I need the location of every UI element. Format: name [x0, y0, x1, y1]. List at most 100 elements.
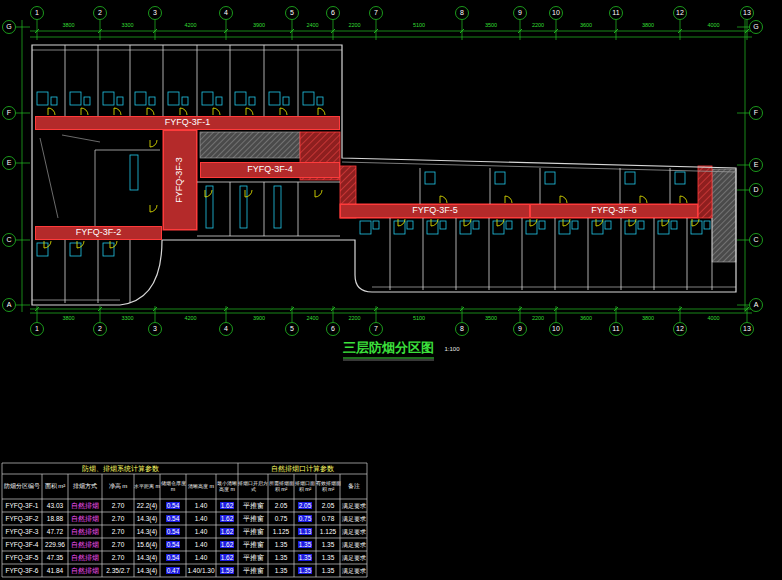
bathroom-fixture: [317, 97, 323, 105]
table-cell: 平推窗: [243, 554, 264, 561]
axis-number-box: 12: [673, 322, 687, 336]
dimension-text-box: 4200: [158, 21, 223, 30]
table-cell-box: 0.54: [160, 512, 186, 525]
dimension-tick: [224, 29, 228, 33]
door-swing: [398, 219, 405, 226]
partition-wall: [95, 150, 160, 151]
axis-bubble: [456, 7, 469, 20]
table-cell: 2.70: [112, 502, 125, 509]
dimension-text-box: 4000: [683, 21, 744, 30]
axis-number: 11: [612, 9, 619, 17]
table-cell: FYFQ-3F-2: [6, 515, 39, 522]
axis-number: 13: [743, 9, 751, 17]
partition-wall: [98, 240, 99, 303]
axis-number: 12: [676, 325, 684, 333]
dimension-text: 4000: [707, 315, 719, 321]
column-header-box: 有效排烟面积 m²: [315, 474, 341, 499]
dimension-text-box: 3300: [103, 21, 152, 30]
stair-hatch: [712, 169, 736, 262]
axis-number-box: 1: [30, 322, 44, 336]
smoke-zone: FYFQ-3F-3: [163, 130, 197, 230]
partition-wall: [298, 182, 299, 236]
table-rule: [2, 525, 367, 526]
window-fixture: [130, 155, 138, 190]
table-cell-box: 2.70: [102, 551, 134, 564]
dimension-tick: [35, 29, 39, 33]
table-cell: FYFQ-3F-3: [6, 528, 39, 535]
table-cell: 14.3(4): [137, 567, 158, 574]
partition-wall: [230, 182, 231, 236]
dimension-text: 3500: [485, 315, 497, 321]
axis-bubble: [550, 323, 563, 336]
table-cell-box: 2.70: [102, 512, 134, 525]
dimension-tick: [224, 307, 228, 311]
bathroom-fixture: [117, 97, 123, 105]
table-rule: [2, 474, 367, 475]
axis-number-box: 8: [455, 322, 469, 336]
table-rule: [2, 463, 3, 577]
partition-wall: [98, 45, 99, 116]
axis-bubble: [750, 159, 763, 172]
zone-label: FYFQ-3F-2: [76, 228, 122, 238]
zone-label: FYFQ-3F-4: [247, 165, 293, 175]
table-title-box: 防烟、排烟系统计算参数: [2, 463, 238, 474]
table-cell: 14.3(4): [137, 554, 158, 561]
table-rule: [294, 474, 295, 577]
axis-number-box: 10: [549, 322, 563, 336]
axis-bubble: [514, 323, 527, 336]
axis-bubble: [456, 323, 469, 336]
dimension-text: 3800: [62, 22, 74, 28]
table-cell-box: FYFQ-3F-2: [2, 512, 42, 525]
partition-wall: [420, 168, 421, 204]
bathroom-fixture: [495, 172, 505, 184]
bathroom-fixture: [135, 92, 146, 105]
dimension-text-box: 2200: [523, 21, 553, 30]
dimension-text: 3500: [485, 22, 497, 28]
dimension-tick: [331, 307, 335, 311]
axis-letter-box: C: [749, 233, 763, 247]
table-cell-box: 0.75: [268, 512, 294, 525]
axis-bubble: [327, 323, 340, 336]
axis-number-box: 7: [369, 322, 383, 336]
axis-bubble: [610, 323, 623, 336]
table-cell-box: 14.3(4): [134, 512, 160, 525]
axis-letter: C: [753, 236, 758, 244]
table-title: 自然排烟口计算参数: [271, 465, 334, 473]
axis-number: 10: [552, 9, 560, 17]
table-cell: 1.35: [298, 554, 313, 561]
axis-letter-box: A: [2, 298, 16, 312]
table-cell-box: 平推窗: [238, 538, 268, 551]
dimension-tick: [745, 29, 749, 33]
axis-letter: D: [753, 186, 758, 194]
table-cell-box: 229.96: [42, 538, 68, 551]
axis-bubble: [149, 323, 162, 336]
bathroom-fixture: [103, 92, 114, 105]
column-header-box: 备注: [340, 474, 367, 499]
axis-number-box: 11: [609, 322, 623, 336]
axis-bubble: [31, 7, 44, 20]
door-swing: [662, 219, 669, 226]
axis-number-box: 6: [326, 322, 340, 336]
door-swing: [692, 219, 699, 226]
dimension-tick: [614, 29, 618, 33]
table-cell-box: 1.62: [216, 512, 238, 525]
smoke-zone: FYFQ-3F-2: [35, 226, 162, 240]
grid-leader: [37, 20, 38, 41]
dimension-tick: [290, 29, 294, 33]
partition-wall: [423, 218, 424, 290]
table-cell: 41.84: [47, 567, 63, 574]
table-cell-box: 2.05: [294, 499, 316, 512]
table-cell-box: FYFQ-3F-1: [2, 499, 42, 512]
grid-leader: [333, 20, 334, 41]
bathroom-fixture: [545, 172, 555, 184]
table-cell-box: FYFQ-3F-4: [2, 538, 42, 551]
table-cell: 自然排烟: [71, 515, 99, 522]
table-cell: 18.88: [47, 515, 63, 522]
dimension-text: 3600: [580, 315, 592, 321]
table-cell-box: 1.40: [186, 499, 216, 512]
table-cell-box: 自然排烟: [68, 564, 102, 577]
table-cell: 0.78: [322, 515, 335, 522]
axis-bubble: [750, 184, 763, 197]
table-cell: 2.70: [112, 528, 125, 535]
axis-number: 2: [98, 325, 102, 333]
